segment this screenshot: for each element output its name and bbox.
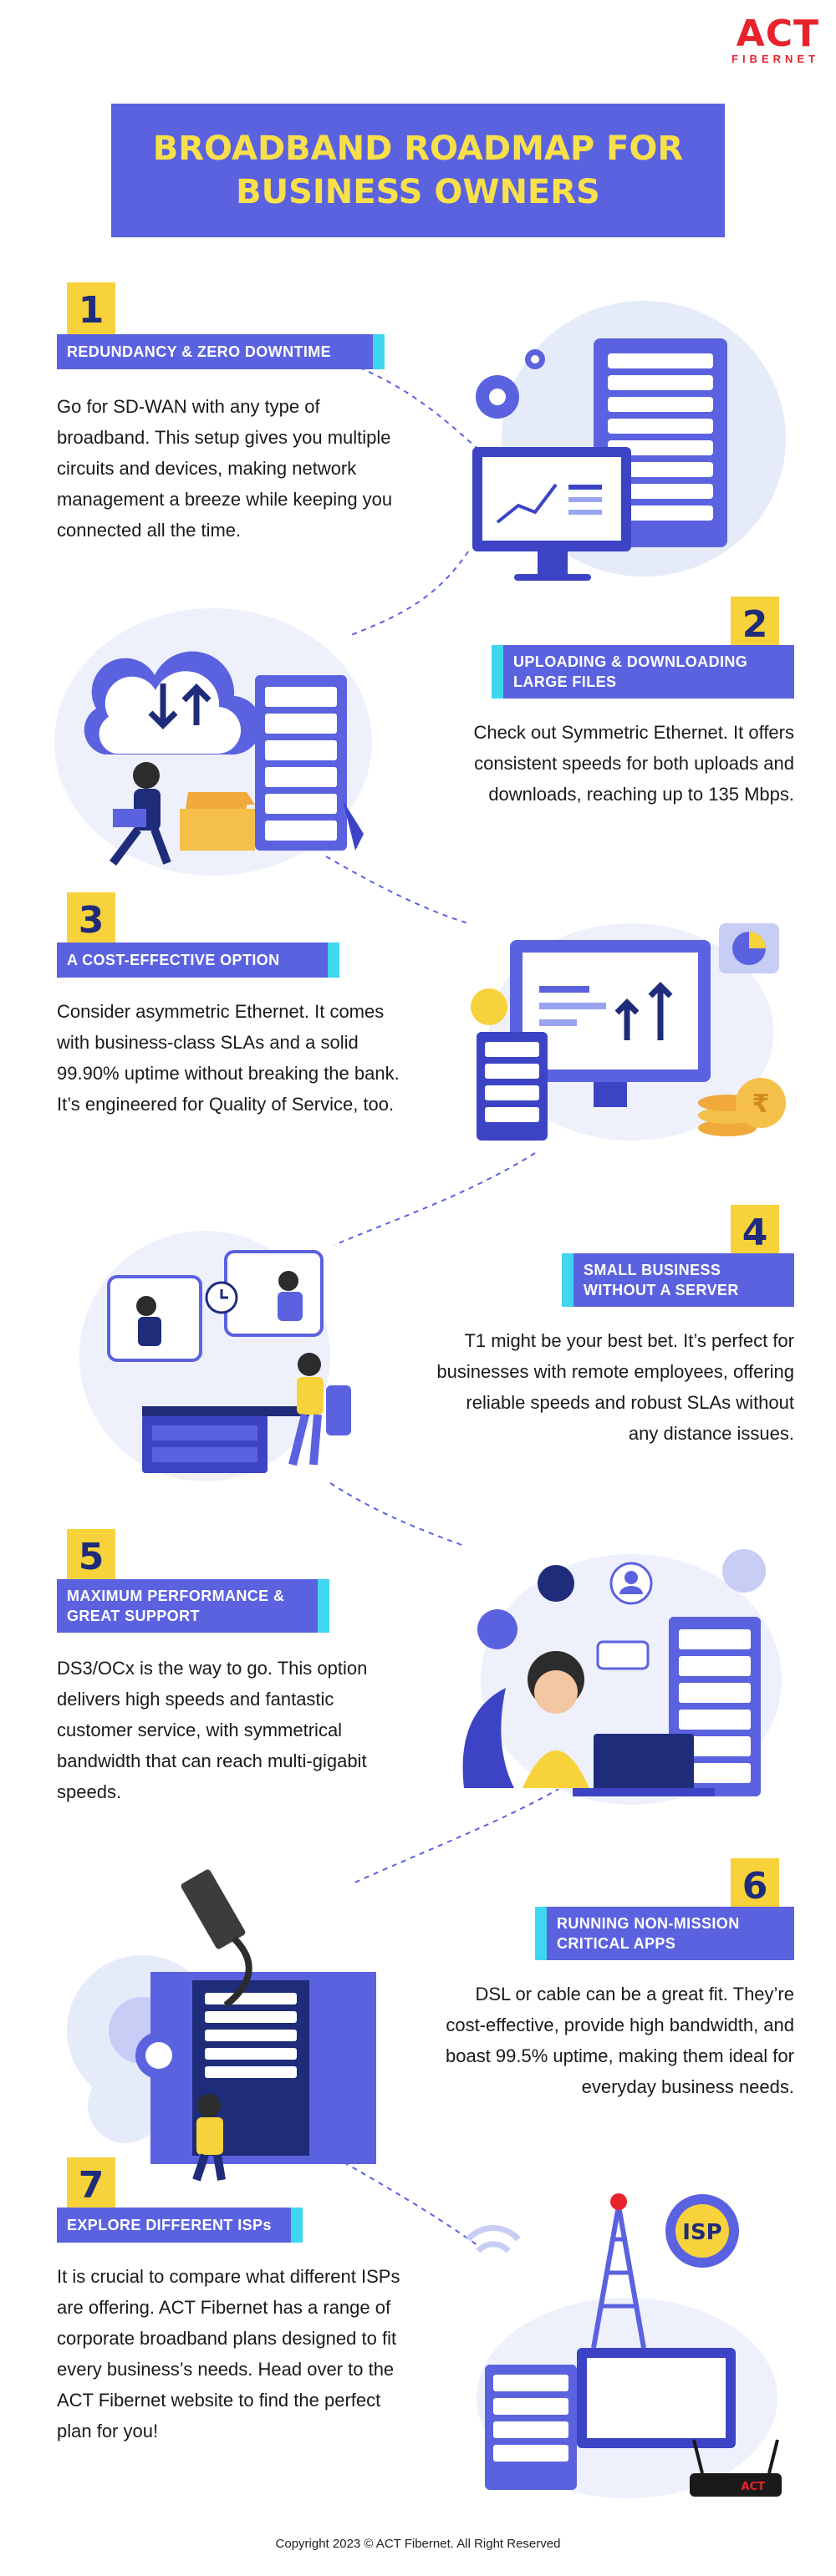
server-dashboard-illustration xyxy=(472,301,786,581)
step-label-7: EXPLORE DIFFERENT ISPs xyxy=(57,2208,303,2243)
connector-2 xyxy=(350,551,469,636)
hero-banner: BROADBAND ROADMAP FOR BUSINESS OWNERS xyxy=(111,104,725,237)
step-label-4: SMALL BUSINESS WITHOUT A SERVER xyxy=(562,1253,794,1307)
step-label-2: UPLOADING & DOWNLOADING LARGE FILES xyxy=(492,645,794,699)
step-label-1: REDUNDANCY & ZERO DOWNTIME xyxy=(57,334,385,369)
logo-wordmark: ACT xyxy=(736,13,819,55)
step-number-1: 1 xyxy=(67,282,115,338)
remote-workers-illustration xyxy=(79,1231,351,1481)
router-brand-label: ACT xyxy=(742,2481,766,2493)
step-text-6: DSL or cable can be a great fit. They’re… xyxy=(445,1984,794,2097)
footer-copyright: Copyright 2023 © ACT Fibernet. All Right… xyxy=(275,2537,561,2551)
connector-1 xyxy=(359,367,482,452)
logo-subtitle: FIBERNET xyxy=(732,53,819,65)
brand-logo: ACT FIBERNET xyxy=(694,15,819,65)
step-number-7: 7 xyxy=(67,2157,115,2213)
step-number-2: 2 xyxy=(731,597,779,652)
rupee-coin-symbol: ₹ xyxy=(752,1090,770,1119)
step-label-6: RUNNING NON-MISSION CRITICAL APPS xyxy=(535,1907,794,1960)
isp-tower-illustration: ISP ACT xyxy=(466,2193,782,2498)
step-text-7: It is crucial to compare what different … xyxy=(57,2266,400,2441)
step-text-5: DS3/OCx is the way to go. This option de… xyxy=(57,1658,368,1802)
step-number-5: 5 xyxy=(67,1529,115,1584)
step-text-4: T1 might be your best bet. It’s perfect … xyxy=(436,1330,794,1444)
step-text-3: Consider asymmetric Ethernet. It comes w… xyxy=(57,1001,400,1115)
step-label-3: A COST-EFFECTIVE OPTION xyxy=(57,943,339,978)
step-label-5: MAXIMUM PERFORMANCE & GREAT SUPPORT xyxy=(57,1579,329,1633)
connector-5 xyxy=(329,1482,465,1547)
step-text-2: Check out Symmetric Ethernet. It offers … xyxy=(473,722,794,805)
step-text-1: Go for SD-WAN with any type of broadband… xyxy=(57,396,393,541)
page-title: BROADBAND ROADMAP FOR BUSINESS OWNERS xyxy=(152,130,684,211)
data-center-illustration xyxy=(67,1869,376,2182)
step-number-6: 6 xyxy=(731,1858,779,1913)
cost-effective-illustration: ₹ xyxy=(471,923,786,1141)
isp-badge-label: ISP xyxy=(682,2220,721,2245)
step-number-3: 3 xyxy=(67,892,115,948)
step-number-4: 4 xyxy=(731,1205,779,1260)
cloud-upload-illustration xyxy=(54,608,372,876)
customer-support-illustration xyxy=(462,1549,782,1805)
connector-3 xyxy=(325,856,469,924)
